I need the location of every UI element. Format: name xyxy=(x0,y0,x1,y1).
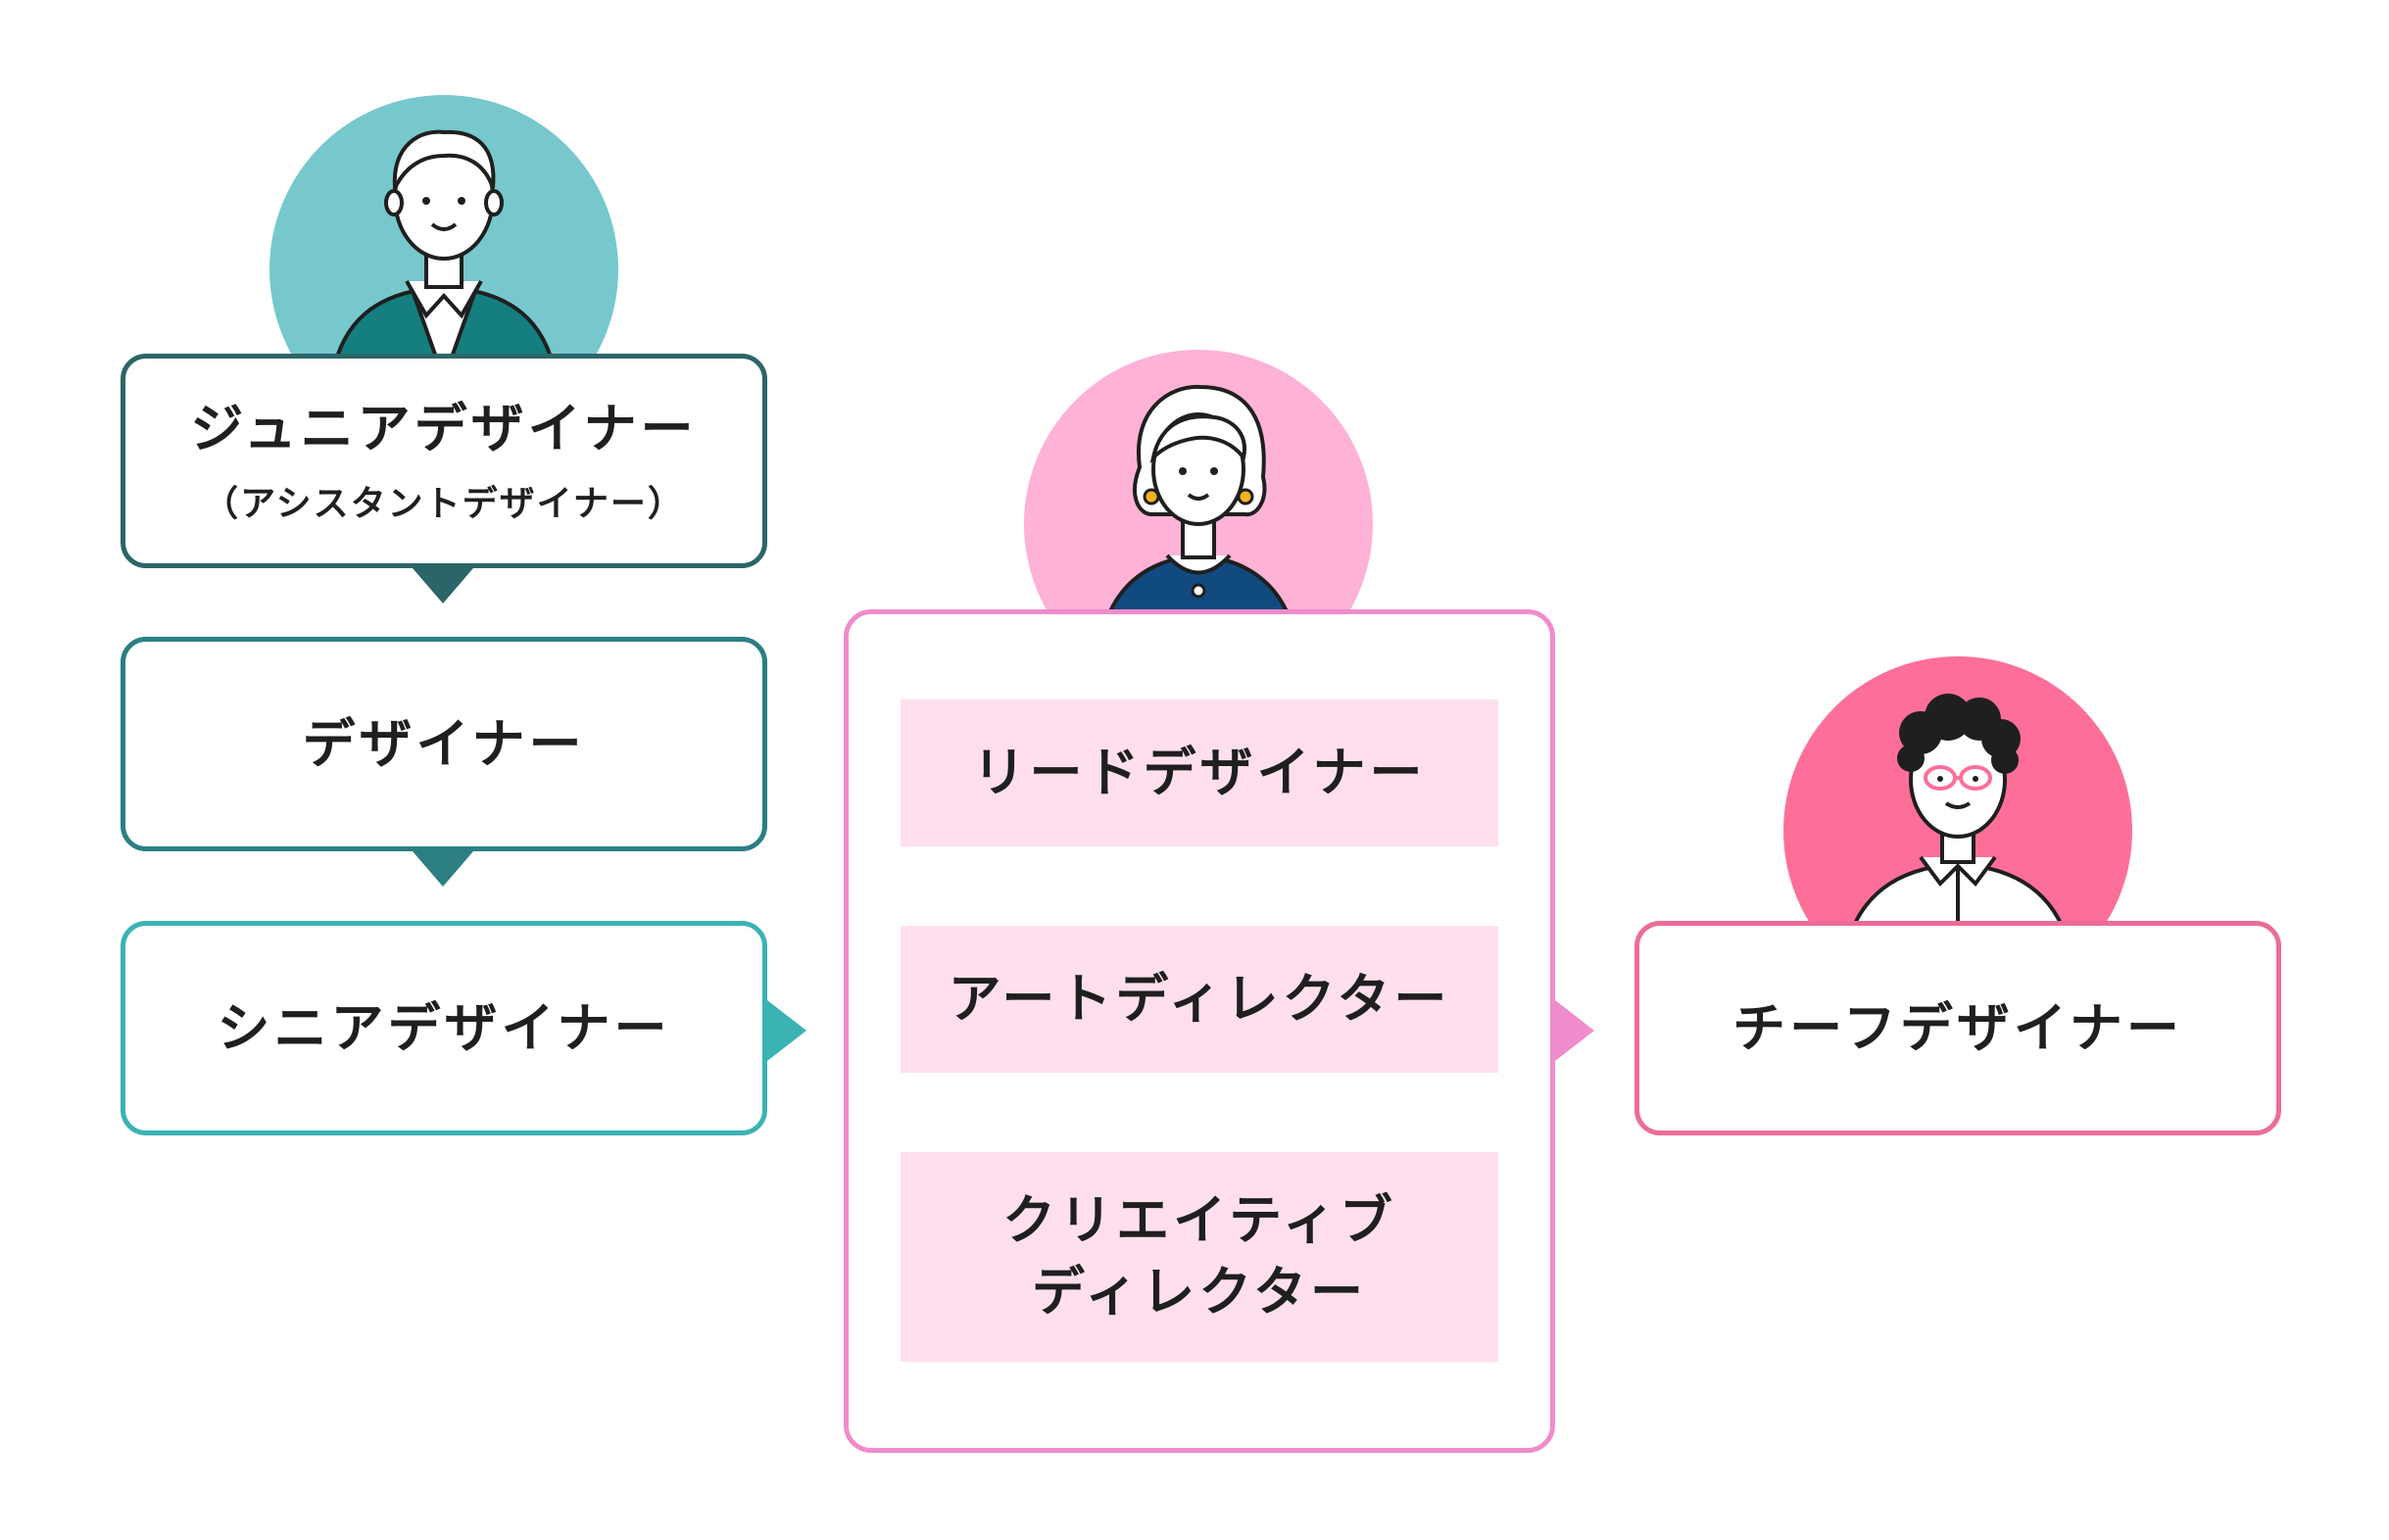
triangle-down-arrow-icon xyxy=(413,851,473,887)
triangle-right-arrow-icon xyxy=(1555,1000,1594,1061)
senior-designer-box: シニアデザイナー xyxy=(121,921,767,1135)
junior-designer-subtitle: （アシスタントデザイナー） xyxy=(203,484,685,525)
triangle-right-arrow-icon xyxy=(767,1000,806,1061)
creative-director-card: クリエイティブ ディレクター xyxy=(901,1152,1498,1362)
senior-designer-title: シニアデザイナー xyxy=(217,996,671,1059)
junior-designer-box: ジュニアデザイナー （アシスタントデザイナー） xyxy=(121,354,767,568)
lead-designer-card: リードデザイナー xyxy=(901,699,1498,846)
junior-designer-title: ジュニアデザイナー xyxy=(190,397,698,459)
creative-director-label-line1: クリエイティブ xyxy=(1002,1189,1396,1252)
chief-designer-box: チーフデザイナー xyxy=(1634,921,2281,1135)
art-director-card: アートディレクター xyxy=(901,926,1498,1073)
lead-designer-label: リードデザイナー xyxy=(972,741,1427,803)
creative-director-label-line2: ディレクター xyxy=(1031,1261,1368,1323)
triangle-down-arrow-icon xyxy=(413,568,473,603)
art-director-label: アートディレクター xyxy=(948,967,1451,1030)
designer-title: デザイナー xyxy=(302,712,586,775)
chief-designer-title: チーフデザイナー xyxy=(1732,996,2183,1059)
designer-box: デザイナー xyxy=(121,637,767,851)
